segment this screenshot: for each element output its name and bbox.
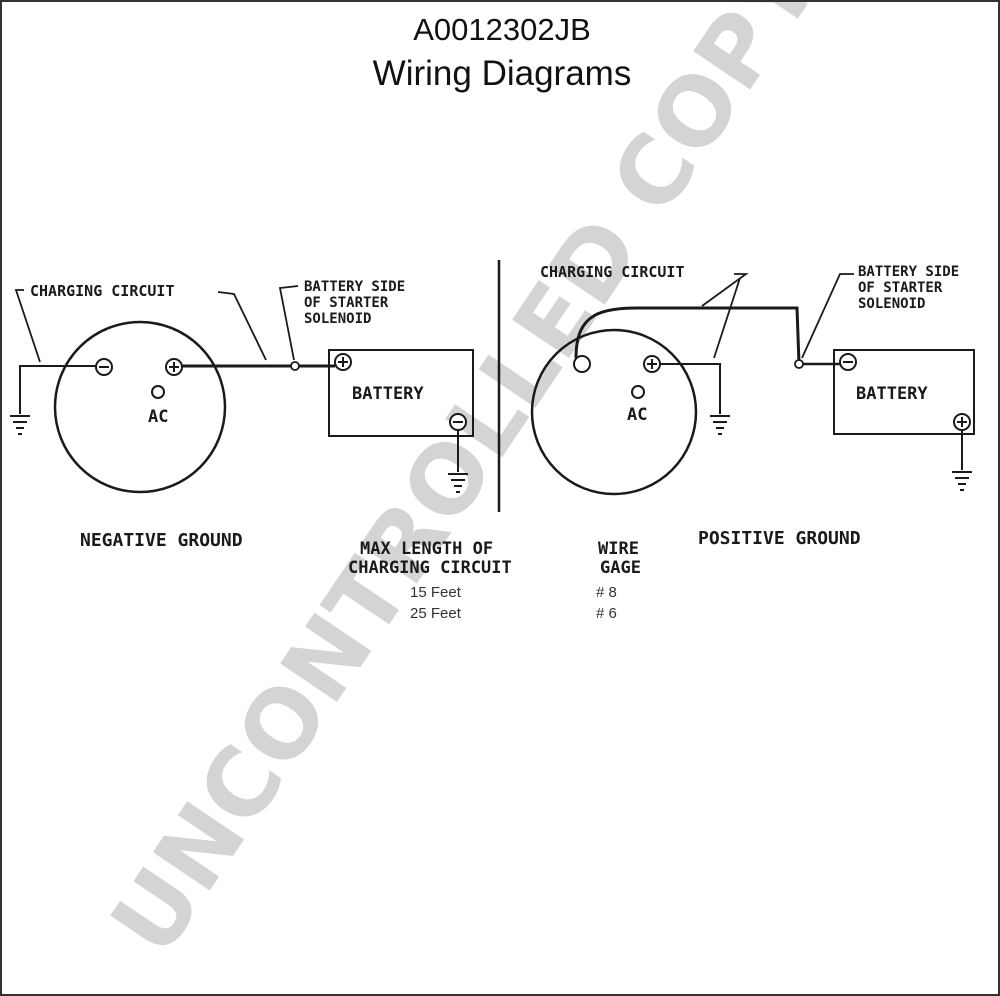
table-col2-header-2: GAGE	[600, 558, 641, 578]
solenoid-label-pos-1: BATTERY SIDE	[858, 264, 959, 280]
charging-circuit-label-pos: CHARGING CIRCUIT	[540, 263, 685, 281]
document-title: Wiring Diagrams	[372, 54, 632, 93]
charging-wire-pos	[574, 306, 801, 365]
battery-neg	[328, 349, 474, 437]
table-col1-header-2: CHARGING CIRCUIT	[348, 558, 512, 578]
table-col1-header-1: MAX LENGTH OF	[360, 539, 493, 559]
battery-label-neg: BATTERY	[352, 384, 424, 404]
solenoid-point-neg	[290, 361, 300, 371]
ac-terminal-pos	[631, 385, 645, 399]
solenoid-label-pos-2: OF STARTER	[858, 280, 943, 296]
negative-ground-diagram	[10, 285, 474, 494]
battery-label-pos: BATTERY	[856, 384, 928, 404]
caption-negative-ground: NEGATIVE GROUND	[80, 530, 243, 551]
solenoid-label-neg-2: OF STARTER	[304, 295, 389, 311]
alternator-pos	[530, 328, 698, 496]
wire-gage-table: MAX LENGTH OF CHARGING CIRCUIT WIRE GAGE…	[348, 539, 641, 622]
alt-ground-wire-neg	[19, 365, 96, 414]
leader-charging-pos	[701, 273, 749, 307]
positive-ground-diagram	[530, 273, 975, 496]
document-id: A0012302JB	[413, 12, 591, 47]
table-row-length: 15 Feet	[410, 584, 462, 601]
ac-terminal-neg	[151, 385, 165, 399]
alternator-neg	[53, 320, 227, 494]
ground-symbol	[10, 415, 30, 435]
table-row-gage: # 6	[596, 605, 617, 622]
ac-label-pos: AC	[627, 405, 647, 425]
ac-label-neg: AC	[148, 407, 168, 427]
leader-solenoid-pos	[801, 273, 854, 359]
caption-positive-ground: POSITIVE GROUND	[698, 528, 861, 549]
ground-symbol	[952, 471, 972, 491]
leader-charging-neg-a	[14, 289, 41, 363]
watermark: UNCONTROLLED COPY	[91, 2, 842, 974]
leader-solenoid-neg	[278, 285, 299, 361]
solenoid-label-neg-1: BATTERY SIDE	[304, 279, 405, 295]
solenoid-label-pos-3: SOLENOID	[858, 296, 925, 312]
ground-symbol	[710, 415, 730, 435]
table-row-gage: # 8	[596, 584, 617, 601]
alt-ground-wire-pos	[660, 363, 721, 414]
solenoid-point-pos	[794, 359, 804, 369]
leader-charging-neg-b	[217, 291, 267, 361]
charging-circuit-label-neg: CHARGING CIRCUIT	[30, 282, 175, 300]
alt-neg-terminal-pos	[573, 355, 591, 373]
table-row-length: 25 Feet	[410, 605, 462, 622]
solenoid-label-neg-3: SOLENOID	[304, 311, 371, 327]
ground-symbol	[448, 473, 468, 493]
table-col2-header-1: WIRE	[598, 539, 639, 559]
battery-pos	[833, 349, 975, 435]
